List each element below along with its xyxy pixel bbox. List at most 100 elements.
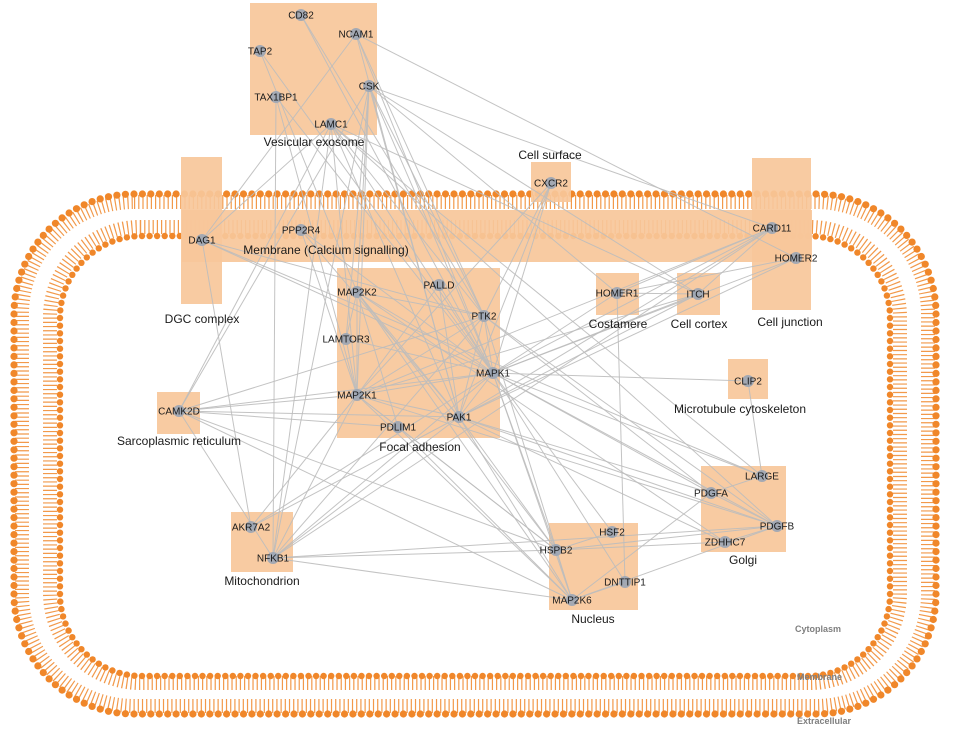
lipid-head-outer [854,702,862,711]
gene-node-LARGE[interactable]: LARGE [745,470,779,483]
edge-PAK1-ZDHHC7 [458,416,726,543]
gene-node-TAP2[interactable]: TAP2 [248,45,273,58]
lipid-head-outer [441,710,450,718]
edge-DAG1-PTK2 [201,239,485,317]
lipid-head-outer [25,647,33,656]
lipid-head-inner [89,656,96,663]
gene-node-DAG1[interactable]: DAG1 [188,234,216,247]
lipid-head-inner [592,672,600,680]
gene-node-CD82[interactable]: CD82 [288,9,314,22]
lipid-head-inner [865,646,872,653]
lipid-head-outer [10,463,18,471]
edge-MAPK1-LARGE [492,372,763,477]
edge-CSK-CAMK2D [178,85,370,412]
gene-node-PDLIM1[interactable]: PDLIM1 [380,421,417,434]
gene-node-MAP2K6[interactable]: MAP2K6 [552,594,592,607]
lipid-head-inner [706,672,713,680]
lipid-head-inner [69,634,76,641]
lipid-head-inner [441,672,448,680]
compartment-box-mito [231,512,293,572]
edge-CXCR2-MAPK1 [492,182,552,374]
lipid-head-inner [169,672,176,680]
lipid-head-outer [357,710,365,718]
gene-node-ZDHHC7[interactable]: ZDHHC7 [705,536,746,549]
lipid-head-inner [886,475,894,483]
gene-node-MAPK1[interactable]: MAPK1 [476,367,510,380]
lipid-head-inner [886,483,894,490]
gene-node-CAMK2D[interactable]: CAMK2D [158,405,200,418]
lipid-head-outer [290,710,298,718]
lipid-head-outer [753,710,761,718]
gene-node-ITCH[interactable]: ITCH [686,288,710,301]
lipid-head-inner [199,672,206,680]
lipid-head-outer [932,564,940,573]
lipid-head-outer [932,514,940,522]
gene-node-HSPB2[interactable]: HSPB2 [540,544,573,557]
gene-node-NCAM1[interactable]: NCAM1 [338,28,374,41]
lipid-head-inner [102,241,109,248]
gene-node-CSK[interactable]: CSK [359,80,380,93]
lipid-head-outer [694,710,702,718]
gene-node-PDGFB[interactable]: PDGFB [760,520,795,533]
gene-node-PALLD[interactable]: PALLD [424,279,455,292]
gene-node-LAMC1[interactable]: LAMC1 [314,118,348,131]
lipid-head-outer [399,190,407,198]
lipid-head-inner [56,399,64,406]
gene-label: CLIP2 [734,377,762,388]
lipid-head-outer [719,190,728,198]
edge-PTK2-PAK1 [458,315,485,418]
edge-CXCR2-PAK1 [458,182,552,418]
edge-PDGFB-ZDHHC7 [724,525,778,543]
gene-node-MAP2K2[interactable]: MAP2K2 [337,286,377,299]
gene-label: CD82 [288,11,314,22]
gene-node-CARD11[interactable]: CARD11 [753,222,792,235]
edge-TAX1BP1-MAP2K1 [275,96,358,396]
region-label-membrane: Membrane [797,672,842,682]
gene-node-HSF2[interactable]: HSF2 [599,526,625,539]
edge-CARD11-MAP2K1 [356,227,773,396]
lipid-head-inner [69,271,76,278]
lipid-head-inner [886,345,894,352]
lipid-head-outer [877,691,885,699]
gene-node-TAX1BP1[interactable]: TAX1BP1 [254,91,298,104]
lipid-head-inner [56,314,64,322]
lipid-head-outer [610,190,618,198]
lipid-head-outer [770,710,778,718]
lipid-head-outer [458,710,466,718]
lipid-head-outer [96,705,104,713]
gene-node-PAK1[interactable]: PAK1 [447,411,472,424]
gene-node-LAMTOR3[interactable]: LAMTOR3 [322,333,370,346]
lipid-head-outer [265,190,273,198]
lipid-head-inner [153,232,161,240]
lipid-head-inner [886,383,894,391]
gene-node-PTK2[interactable]: PTK2 [471,310,497,323]
compartment-label-cellsurface: Cell surface [518,148,582,162]
lipid-head-inner [434,672,441,680]
gene-node-AKR7A2[interactable]: AKR7A2 [232,521,271,534]
lipid-head-inner [886,468,894,475]
gene-node-CXCR2[interactable]: CXCR2 [534,177,568,190]
edge-PAK1-HSPB2 [458,416,557,551]
lipid-head-inner [252,672,259,680]
gene-node-DNTTIP1[interactable]: DNTTIP1 [604,576,646,589]
lipid-head-outer [10,497,18,505]
region-labels: Cytoplasm Membrane Extracellular [795,624,852,726]
gene-node-dot [325,118,337,130]
lipid-head-inner [56,322,64,329]
lipid-head-outer [391,190,399,198]
lipid-head-outer [932,378,940,386]
gene-node-HOMER1[interactable]: HOMER1 [596,287,639,300]
gene-node-NFKB1[interactable]: NFKB1 [257,552,290,565]
lipid-head-inner [56,560,64,567]
lipid-head-inner [886,330,894,337]
gene-node-PDGFA[interactable]: PDGFA [694,487,728,500]
lipid-head-outer [627,190,635,198]
lipid-head-outer [829,709,837,717]
lipid-head-inner [577,672,585,680]
gene-node-HOMER2[interactable]: HOMER2 [775,252,818,265]
gene-node-PPP2R4[interactable]: PPP2R4 [282,224,321,237]
lipid-head-inner [886,552,894,559]
gene-node-MAP2K1[interactable]: MAP2K1 [337,389,377,402]
lipid-head-inner [78,646,85,653]
gene-node-CLIP2[interactable]: CLIP2 [734,375,762,388]
